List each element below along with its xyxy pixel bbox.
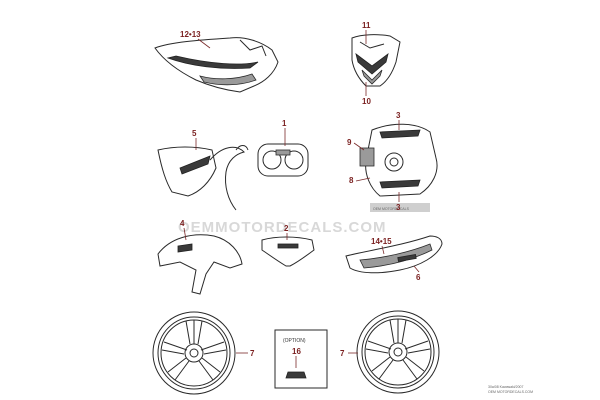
callout-3-top-label: 3 <box>396 111 401 120</box>
part-side-cowl <box>157 145 249 211</box>
callout-10-label: 10 <box>362 97 371 106</box>
callout-7-left: 7 <box>236 349 255 358</box>
callout-9-label: 9 <box>347 138 352 147</box>
watermark-text: OEMMOTORDECALS.COM <box>178 219 387 236</box>
callout-1: 1 <box>282 119 287 146</box>
callout-5-label: 5 <box>192 129 197 138</box>
callout-12-13: 12•13 <box>180 30 211 49</box>
part-cover <box>261 236 315 267</box>
callout-5: 5 <box>192 129 197 150</box>
option-box: (OPTION) 16 <box>274 329 328 389</box>
callout-3-bottom-label: 3 <box>396 203 401 212</box>
callout-8: 8 <box>349 176 371 185</box>
callout-2: 2 <box>284 224 289 240</box>
part-front-fairing <box>154 37 279 93</box>
callout-3-top: 3 <box>396 111 401 130</box>
part-fuel-tank <box>359 123 438 197</box>
callout-3-bottom: 3 <box>396 192 401 212</box>
callout-12-13-label: 12•13 <box>180 30 201 39</box>
callout-4-label: 4 <box>180 219 185 228</box>
callout-1-label: 1 <box>282 119 287 128</box>
callout-4: 4 <box>180 219 187 241</box>
callout-7-right-label: 7 <box>340 349 345 358</box>
callout-11-label: 11 <box>362 21 371 30</box>
part-wheel-front <box>152 311 236 395</box>
callout-7-left-label: 7 <box>250 349 255 358</box>
part-wheel-rear <box>356 310 440 394</box>
callout-8-label: 8 <box>349 176 354 185</box>
callout-14-15-label: 14•15 <box>371 237 392 246</box>
callout-14-15: 14•15 <box>371 237 392 255</box>
callout-16-label: 16 <box>292 347 301 356</box>
part-front-fender <box>157 234 243 295</box>
part-tail-cowl <box>351 34 401 87</box>
callout-11: 11 <box>362 21 371 44</box>
footer-code: 30a/08 Kawasaki/2007 <box>488 385 523 389</box>
callout-7-right: 7 <box>340 349 358 358</box>
part-emblem <box>285 371 307 379</box>
callout-9: 9 <box>347 138 365 151</box>
part-meter-panel <box>257 143 309 177</box>
watermark-badge-text: OEM MOTORDECALS <box>373 207 410 211</box>
footer-sub: OEM MOTORDECALS.COM <box>488 390 533 394</box>
watermark-badge: OEM MOTORDECALS <box>370 203 430 212</box>
callout-2-label: 2 <box>284 224 289 233</box>
part-rear-cowl <box>345 235 443 274</box>
callout-6: 6 <box>413 265 421 282</box>
callout-10: 10 <box>362 82 371 106</box>
option-label: (OPTION) <box>283 338 306 344</box>
callout-6-label: 6 <box>416 273 421 282</box>
